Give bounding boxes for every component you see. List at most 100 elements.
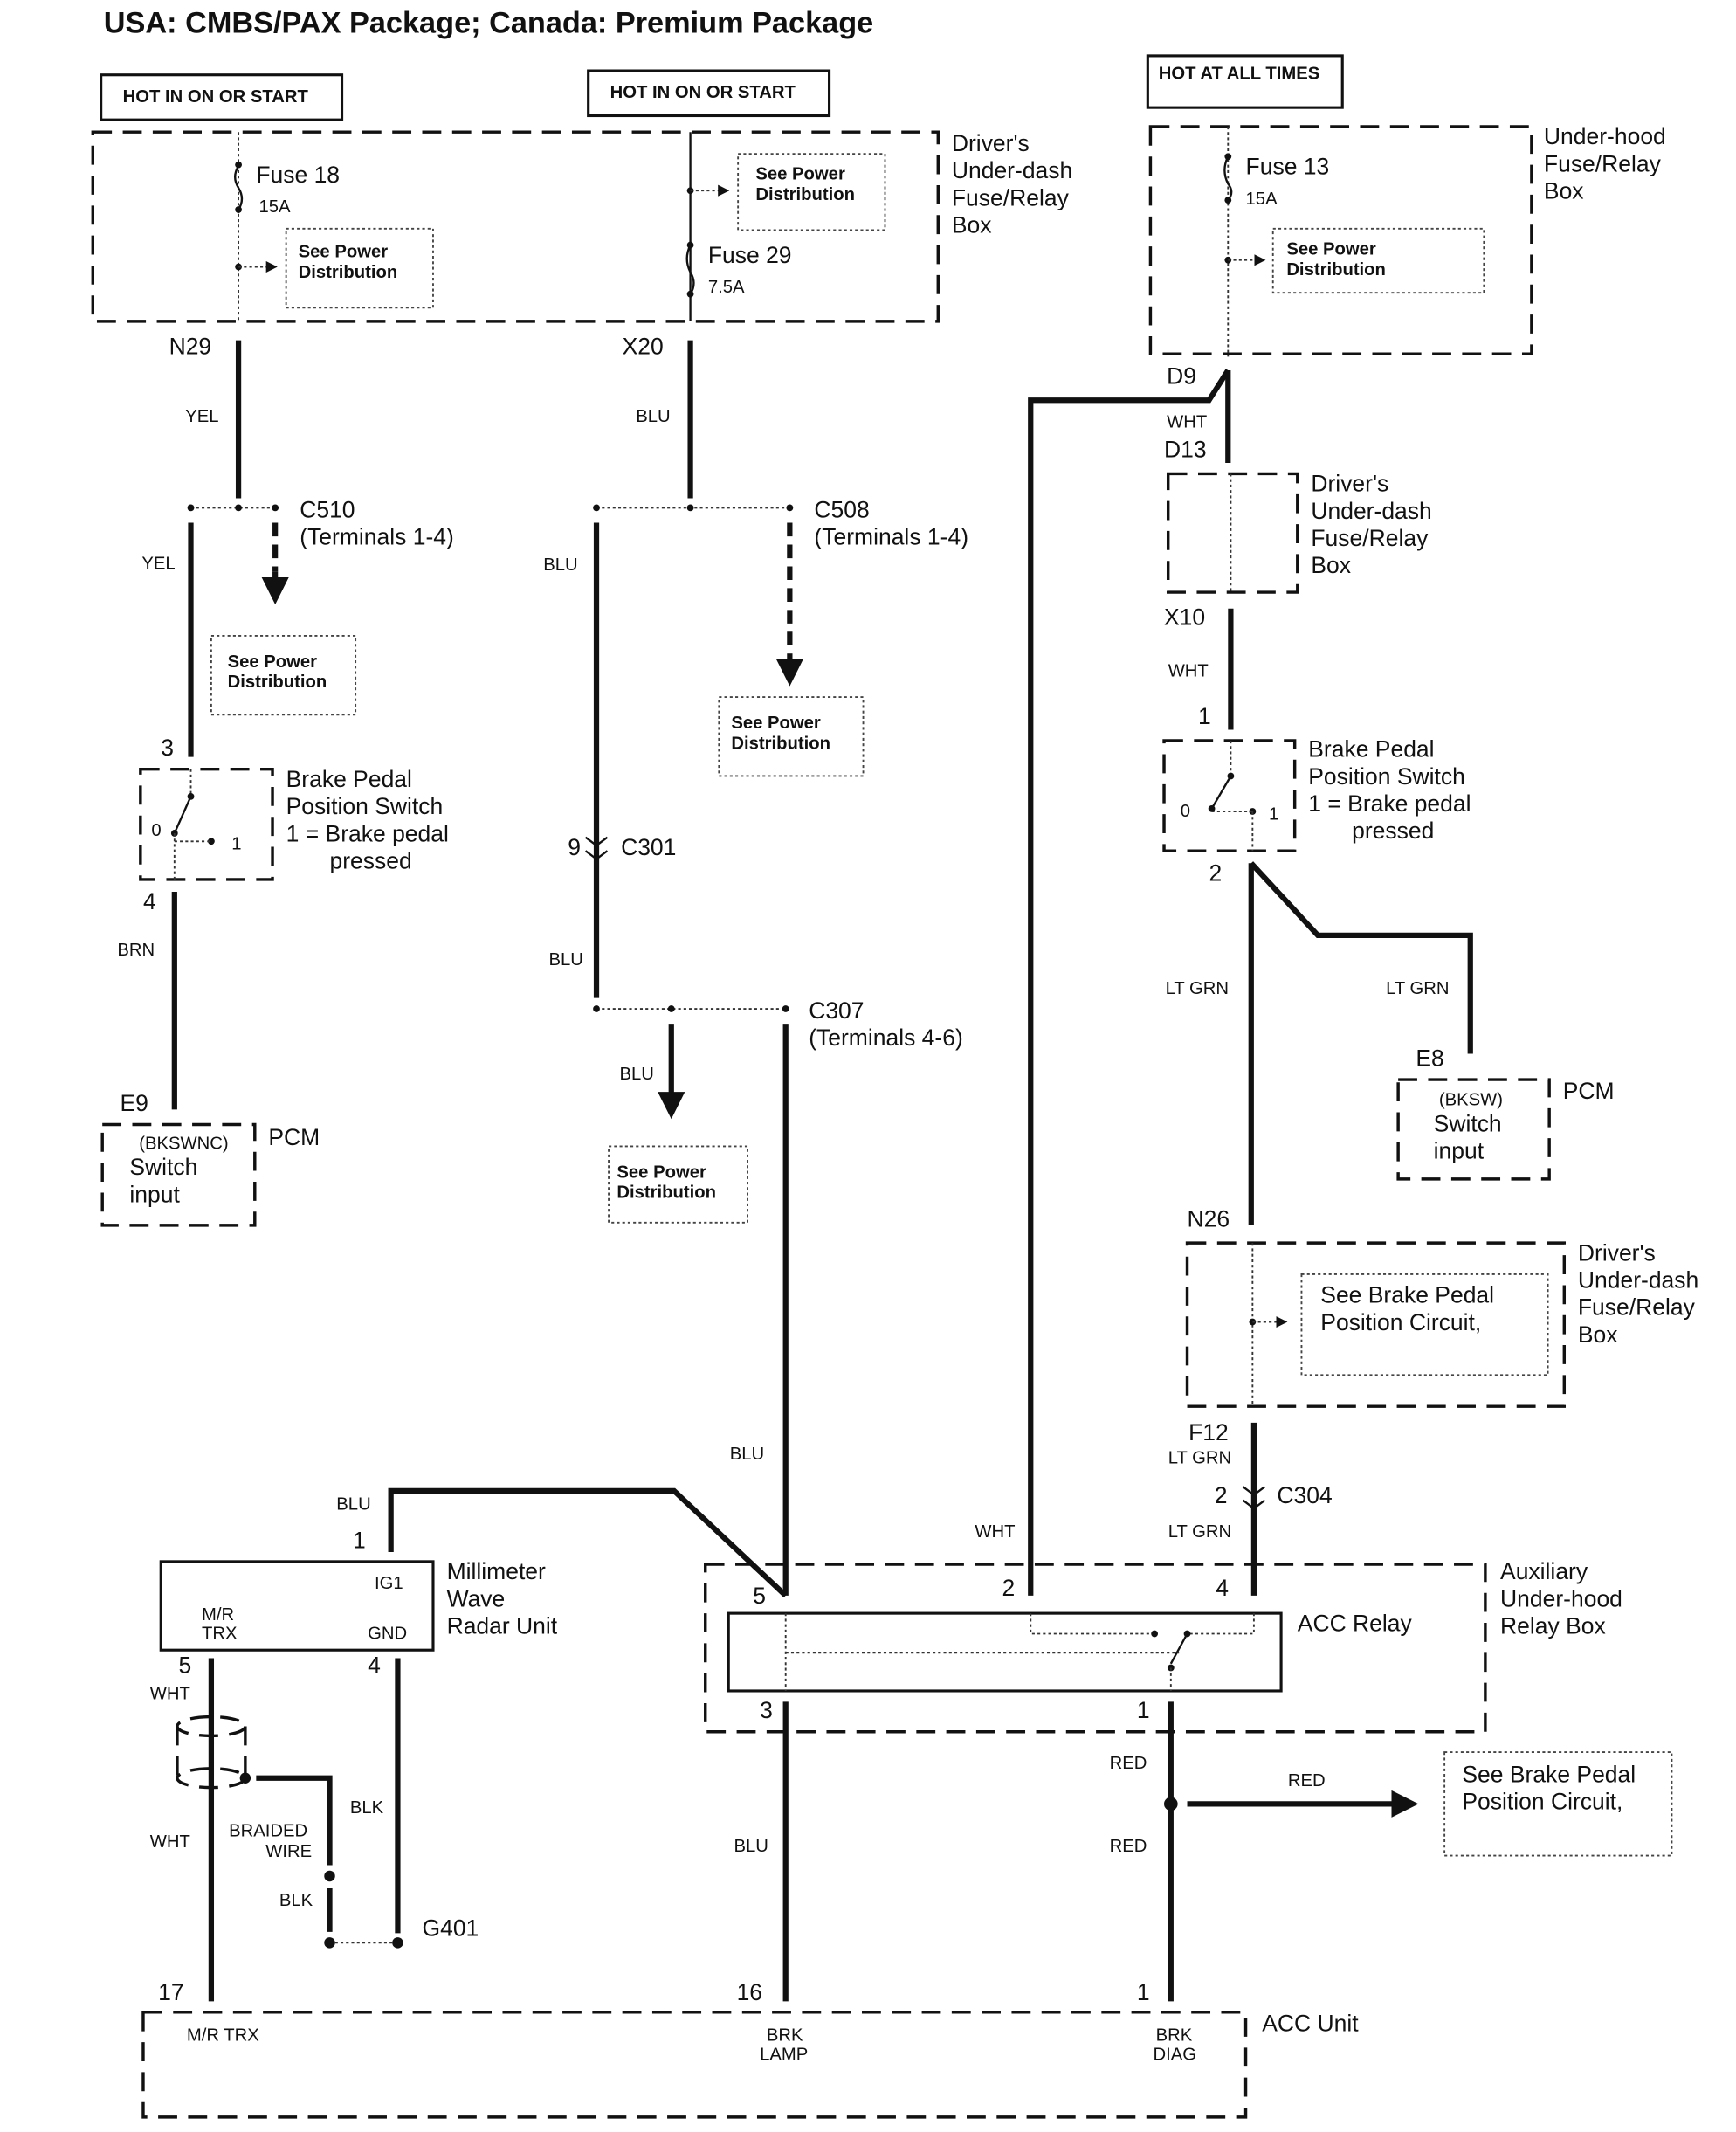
drivers-fuse-box-top: Fuse 18 15A See Power Distribution See P… xyxy=(91,130,1072,323)
connector-d13: D13 xyxy=(1164,437,1207,463)
hot-in-on-or-start-label: HOT IN ON OR START xyxy=(610,83,796,102)
pin-label: 4 xyxy=(143,888,156,914)
box-label-line: Auxiliary xyxy=(1500,1558,1588,1584)
connector-c301: C301 xyxy=(621,834,676,860)
right-circuit: D9 WHT D13 Driver's Under-dash Fuse/Rela… xyxy=(975,363,1698,1596)
wire-color-label: BRN xyxy=(117,941,155,960)
wire-color-label: WHT xyxy=(150,1684,190,1703)
see-power-distribution-line2[interactable]: Distribution xyxy=(731,734,830,753)
see-power-distribution-line2[interactable]: Distribution xyxy=(299,263,398,282)
pcm-label: PCM xyxy=(268,1124,320,1150)
power-source-middle: HOT IN ON OR START xyxy=(587,69,831,118)
switch-position-0: 0 xyxy=(151,821,161,840)
radar-label-line: Wave xyxy=(447,1585,506,1611)
acc-unit-label: ACC Unit xyxy=(1262,2011,1359,2037)
acc-pin-mr-trx: M/R TRX xyxy=(187,2026,259,2046)
connector-c510-terminals: (Terminals 1-4) xyxy=(300,523,454,549)
switch-label-line: 1 = Brake pedal xyxy=(286,820,449,846)
radar-label-line: Radar Unit xyxy=(447,1612,558,1639)
see-power-distribution-line1[interactable]: See Power xyxy=(731,714,821,733)
see-power-distribution-line2[interactable]: Distribution xyxy=(755,185,855,204)
radar-pin-mr: M/R xyxy=(202,1605,234,1625)
box-label-line: Under-dash xyxy=(1578,1267,1698,1294)
wire-color-label: BLU xyxy=(548,950,582,969)
ground-g401: G401 xyxy=(423,1915,479,1942)
box-label-line: Under-hood xyxy=(1544,123,1666,149)
acc-unit: 17 16 1 M/R TRX BRK LAMP BRK DIAG ACC Un… xyxy=(141,1979,1359,2119)
connector-f12: F12 xyxy=(1188,1419,1229,1445)
see-brake-pedal-line2[interactable]: Position Circuit, xyxy=(1462,1789,1622,1815)
relay-pin-1: 1 xyxy=(1137,1697,1150,1723)
connector-e8: E8 xyxy=(1416,1045,1443,1072)
connector-n26: N26 xyxy=(1188,1205,1230,1232)
power-source-right: HOT AT ALL TIMES xyxy=(1146,54,1344,109)
box-label-line: Relay Box xyxy=(1500,1612,1606,1639)
wire-color-label: WHT xyxy=(1168,662,1209,681)
switch-label-line: Brake Pedal xyxy=(286,766,412,792)
connector-d9: D9 xyxy=(1167,363,1196,390)
fuse-29-label: Fuse 29 xyxy=(708,242,792,268)
see-brake-pedal-line1[interactable]: See Brake Pedal xyxy=(1462,1761,1636,1787)
box-label-line: Box xyxy=(1578,1321,1618,1348)
wire-color-label: BLK xyxy=(279,1891,313,1910)
see-power-distribution-line1[interactable]: See Power xyxy=(755,165,845,184)
switch-label-line: pressed xyxy=(1352,818,1434,844)
connector-c508-terminals: (Terminals 1-4) xyxy=(814,523,968,549)
connector-c307-terminals: (Terminals 4-6) xyxy=(809,1025,963,1051)
hot-at-all-times-label: HOT AT ALL TIMES xyxy=(1159,64,1319,83)
pin-label: 2 xyxy=(1209,860,1222,887)
radar-pin-ig1: IG1 xyxy=(375,1574,403,1593)
braided-wire-label: WIRE xyxy=(265,1842,312,1861)
box-label-line: Fuse/Relay xyxy=(1578,1294,1696,1321)
fuse-13-rating: 15A xyxy=(1246,190,1278,209)
pcm-desc-line: input xyxy=(129,1181,180,1207)
wire-color-label: LT GRN xyxy=(1386,979,1449,998)
pin-label: 5 xyxy=(178,1652,191,1679)
see-brake-pedal-line2[interactable]: Position Circuit, xyxy=(1320,1309,1481,1335)
acc-pin-brk-diag: BRK xyxy=(1156,2026,1193,2046)
connector-c508: C508 xyxy=(814,496,869,522)
see-power-distribution-line2[interactable]: Distribution xyxy=(1286,260,1386,279)
pin-label: 1 xyxy=(1198,703,1211,729)
underhood-fuse-box: Fuse 13 15A See Power Distribution Under… xyxy=(1148,123,1666,357)
pin-label: 2 xyxy=(1215,1482,1228,1508)
switch-label-line: Brake Pedal xyxy=(1308,736,1434,762)
box-label-line: Box xyxy=(1311,552,1351,578)
see-brake-pedal-line1[interactable]: See Brake Pedal xyxy=(1320,1282,1494,1308)
pin-label: 16 xyxy=(737,1979,762,2005)
connector-n29: N29 xyxy=(169,333,212,359)
see-power-distribution-line2[interactable]: Distribution xyxy=(617,1183,716,1203)
wire-color-label: BLU xyxy=(620,1065,654,1084)
switch-position-0: 0 xyxy=(1181,802,1190,821)
box-label-line: Under-hood xyxy=(1500,1585,1622,1611)
box-label-line: Driver's xyxy=(952,130,1030,156)
see-power-distribution-line1[interactable]: See Power xyxy=(299,243,389,262)
wire-color-label: BLU xyxy=(730,1445,764,1464)
hot-in-on-or-start-label: HOT IN ON OR START xyxy=(123,87,309,107)
relay-pin-2: 2 xyxy=(1002,1575,1016,1601)
switch-label-line: Position Switch xyxy=(1308,763,1465,790)
see-power-distribution-line1[interactable]: See Power xyxy=(1286,239,1376,259)
auxiliary-relay-box: 5 2 4 3 1 ACC Relay Auxiliary Under-hood… xyxy=(704,1558,1673,2002)
see-power-distribution-line1[interactable]: See Power xyxy=(617,1163,706,1182)
box-label-line: Fuse/Relay xyxy=(1311,525,1429,551)
radar-pin-trx: TRX xyxy=(202,1625,238,1644)
fuse-29-rating: 7.5A xyxy=(708,278,745,297)
power-source-left: HOT IN ON OR START xyxy=(100,73,344,121)
see-power-distribution-line2[interactable]: Distribution xyxy=(228,673,327,692)
see-power-distribution-line1[interactable]: See Power xyxy=(228,652,318,672)
wire-color-label: LT GRN xyxy=(1166,979,1229,998)
millimeter-wave-radar-unit: BLU 1 IG1 M/R TRX GND Millimeter Wave Ra… xyxy=(150,1487,788,2002)
box-label-line: Driver's xyxy=(1311,471,1388,497)
left-circuit: N29 YEL C510 (Terminals 1-4) See Power D… xyxy=(100,333,454,1227)
connector-x20: X20 xyxy=(623,333,664,359)
connector-c510: C510 xyxy=(300,496,355,522)
acc-pin-brk-lamp: LAMP xyxy=(760,2045,808,2064)
pin-label: 4 xyxy=(368,1652,381,1679)
pcm-signal-name: (BKSW) xyxy=(1439,1091,1503,1110)
pin-label: 3 xyxy=(161,735,174,761)
radar-label-line: Millimeter xyxy=(447,1558,546,1584)
acc-pin-brk-diag: DIAG xyxy=(1154,2045,1197,2064)
pcm-desc-line: Switch xyxy=(1434,1110,1502,1136)
